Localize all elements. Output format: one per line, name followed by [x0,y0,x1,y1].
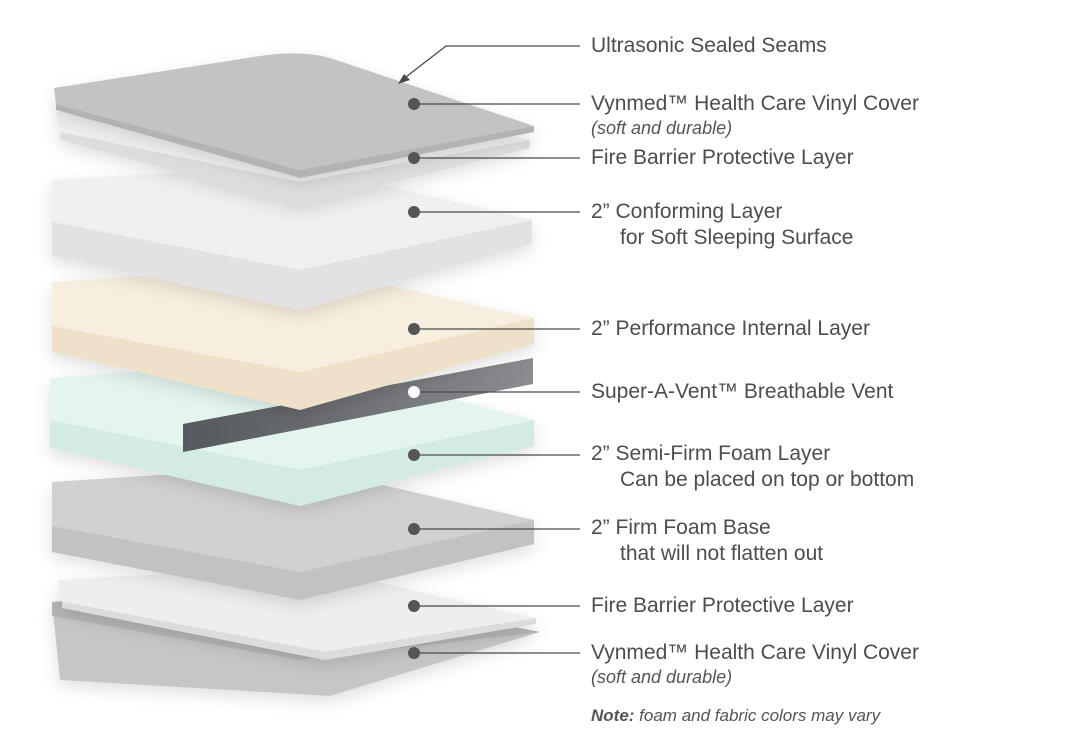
label-firm-sub: that will not flatten out [620,542,824,565]
layer-firm-foam-base [52,466,534,600]
note-text: foam and fabric colors may vary [634,706,881,725]
leader-lines [401,45,580,654]
dot-conforming [408,206,420,218]
dot-vent [408,386,420,398]
dot-top-cover [408,98,420,110]
label-top-vinyl-cover-sub: (soft and durable) [591,118,733,138]
label-firm: 2” Firm Foam Base that will not flatten … [591,515,823,567]
layer-breathable-vent [183,358,533,452]
label-conforming-sub: for Soft Sleeping Surface [620,226,854,249]
leader-seams [401,45,580,81]
color-note: Note: foam and fabric colors may vary [591,706,880,726]
label-conforming: 2” Conforming Layer for Soft Sleeping Su… [591,199,853,251]
label-bottom-vinyl-cover: Vynmed™ Health Care Vinyl Cover (soft an… [591,640,919,688]
label-bottom-fire-barrier: Fire Barrier Protective Layer [591,594,854,617]
dot-firm [408,523,420,535]
dot-top-fire [408,152,420,164]
layer-performance-internal [52,266,534,410]
label-bottom-vinyl-cover-sub: (soft and durable) [591,667,733,687]
label-conforming-title: 2” Conforming Layer [591,200,783,223]
layer-top-vinyl-cover [54,53,534,178]
layer-bottom-fire-barrier [58,566,536,660]
label-ultrasonic-seams: Ultrasonic Sealed Seams [591,34,827,57]
dot-semifirm [408,449,420,461]
label-top-fire-barrier: Fire Barrier Protective Layer [591,146,854,169]
label-firm-title: 2” Firm Foam Base [591,516,771,539]
dot-bottom-cover [408,647,420,659]
label-vent: Super-A-Vent™ Breathable Vent [591,380,894,403]
label-performance: 2” Performance Internal Layer [591,317,870,340]
leader-dots [408,98,420,659]
label-semifirm: 2” Semi-Firm Foam Layer Can be placed on… [591,441,914,493]
label-bottom-vinyl-cover-title: Vynmed™ Health Care Vinyl Cover [591,641,919,664]
label-top-vinyl-cover-title: Vynmed™ Health Care Vinyl Cover [591,92,919,115]
label-top-vinyl-cover: Vynmed™ Health Care Vinyl Cover (soft an… [591,91,919,139]
layer-conforming [52,165,532,310]
label-semifirm-sub: Can be placed on top or bottom [620,468,915,491]
seams-arrowhead [398,74,410,84]
dot-performance [408,323,420,335]
note-prefix: Note: [591,706,635,725]
dot-bottom-fire [408,600,420,612]
label-semifirm-title: 2” Semi-Firm Foam Layer [591,442,831,465]
